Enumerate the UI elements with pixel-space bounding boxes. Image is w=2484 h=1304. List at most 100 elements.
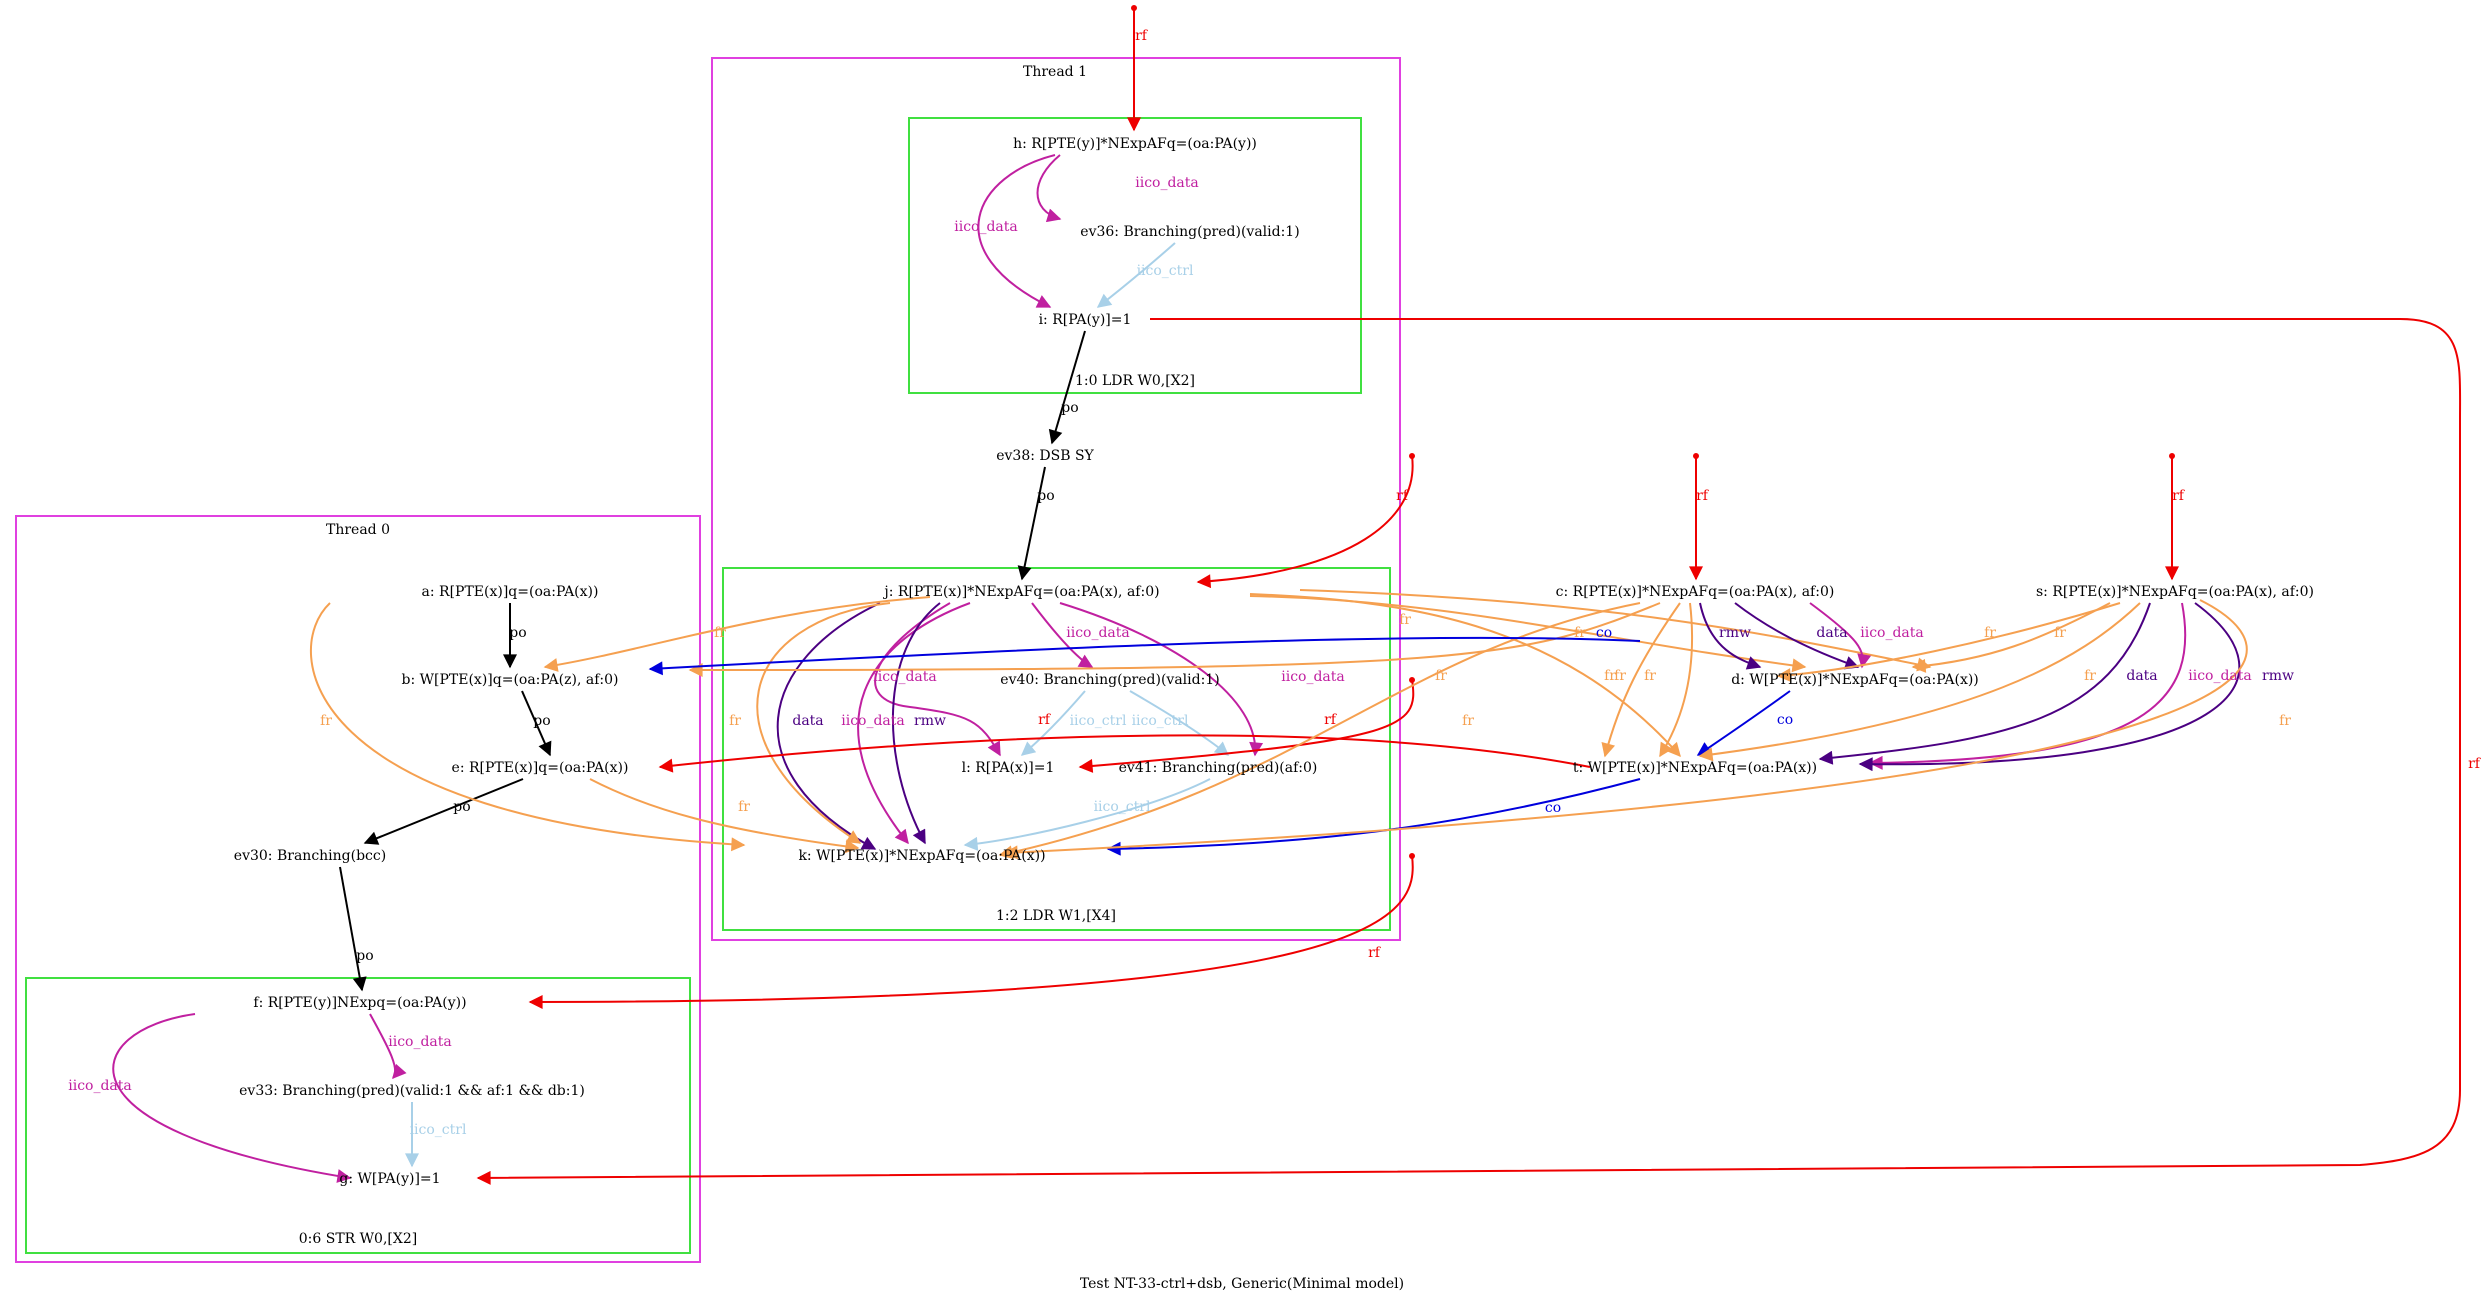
co-edge-41 [648, 636, 1641, 676]
rf-edge-33 [658, 734, 1591, 773]
rmw-edge-38 [1699, 602, 1762, 670]
event-node-j: j: R[PTE(x)]*NExpAFq=(oa:PA(x), af:0) [882, 584, 1159, 600]
event-node-i: i: R[PA(y)]=1 [1039, 312, 1132, 328]
rf-edge-6 [1196, 455, 1414, 589]
rmw-edge-label-51: rmw [2262, 668, 2294, 684]
data-edge-label-12: data [792, 713, 823, 729]
iico_ctrl-edge-label-3: iico_ctrl [1137, 263, 1194, 279]
fr-edge-label-34: fr [1644, 668, 1656, 684]
init-write-dot-4 [1409, 677, 1415, 683]
po-edge-label-24: po [453, 799, 470, 815]
init-write-dot-0 [1131, 5, 1137, 11]
po-edge-4 [1048, 330, 1086, 445]
data-edge-label-39: data [1816, 625, 1847, 641]
rf-edge-label-0: rf [1135, 28, 1149, 44]
po-edge-23 [521, 690, 552, 757]
fr-edge-label-36: fr [1462, 713, 1474, 729]
iico_ctrl-edge-15 [1129, 690, 1230, 756]
rf-edge-label-28: rf [1368, 945, 1382, 961]
fr-edge-27 [589, 778, 860, 854]
event-node-c: c: R[PTE(x)]*NExpAFq=(oa:PA(x), af:0) [1556, 584, 1835, 600]
fr-edge-label-37: fr [1399, 612, 1411, 628]
event-node-ev36: ev36: Branching(pred)(valid:1) [1080, 224, 1299, 240]
fr-edge-label-20: fr [1574, 625, 1586, 641]
thread-cluster-thread1 [711, 57, 1401, 941]
iico_data-edge-10 [857, 602, 971, 845]
iico_data-edge-label-50: iico_data [2188, 668, 2252, 684]
init-write-dot-1 [1409, 453, 1415, 459]
cluster-label-t0_str: 0:6 STR W0,[X2] [299, 1231, 417, 1247]
event-node-t: t: W[PTE(x)]*NExpAFq=(oa:PA(x)) [1573, 760, 1817, 776]
iico_data-edge-8 [1031, 602, 1094, 668]
fr-edge-label-19: fr [1435, 668, 1447, 684]
fr-edge-19 [1249, 595, 1807, 673]
po-edge-5 [1017, 466, 1046, 581]
po-edge-25 [339, 866, 367, 992]
fr-edge-label-52: fr [2279, 713, 2291, 729]
iico_data-edge-2 [977, 154, 1056, 308]
cluster-label-thread1: Thread 1 [1023, 64, 1087, 80]
instruction-cluster-t0_str [25, 977, 691, 1254]
rf-edge-32 [1078, 679, 1415, 773]
iico_ctrl-edge-label-15: iico_ctrl [1132, 713, 1189, 729]
iico_data-edge-40 [1809, 602, 1872, 669]
rmw-edge-label-38: rmw [1719, 625, 1751, 641]
data-edge-49 [1818, 602, 2151, 765]
iico_ctrl-edge-label-14: iico_ctrl [1070, 713, 1127, 729]
rf-edge-label-33: rf [1038, 712, 1052, 728]
fr-edge-label-21: fr [714, 625, 726, 641]
thread-cluster-thread0 [15, 515, 701, 1263]
fr-edge-label-27: fr [738, 799, 750, 815]
co-edge-label-41: co [1596, 625, 1612, 641]
data-edge-12 [776, 602, 881, 850]
event-node-d: d: W[PTE(x)]*NExpAFq=(oa:PA(x)) [1731, 672, 1979, 688]
rf-edge-label-6: rf [1396, 488, 1410, 504]
iico_data-edge-label-9: iico_data [873, 669, 937, 685]
instruction-cluster-t1_ldr2 [722, 567, 1391, 931]
fr-edge-21 [543, 596, 931, 672]
fr-edge-35 [1659, 602, 1693, 758]
diagram-caption: Test NT-33-ctrl+dsb, Generic(Minimal mod… [1080, 1276, 1404, 1292]
event-node-b: b: W[PTE(x)]q=(oa:PA(z), af:0) [402, 672, 619, 688]
po-edge-24 [363, 778, 524, 845]
rf-edge-label-32: rf [1324, 712, 1338, 728]
fr-edge-label-35: fr [1614, 668, 1626, 684]
init-write-dot-2 [1693, 453, 1699, 459]
iico_data-edge-label-11: iico_data [1281, 669, 1345, 685]
iico_data-edge-1 [1036, 154, 1062, 223]
fr-edge-52 [1003, 599, 2248, 860]
iico_data-edge-label-29: iico_data [388, 1034, 452, 1050]
iico_data-edge-label-10: iico_data [841, 713, 905, 729]
po-edge-label-23: po [533, 713, 550, 729]
rf-edge-label-7: rf [2468, 756, 2482, 772]
fr-edge-20 [1299, 589, 1932, 672]
rf-edge-28 [528, 855, 1414, 1009]
init-write-dot-5 [1409, 853, 1415, 859]
event-node-ev30: ev30: Branching(bcc) [234, 848, 386, 864]
rmw-edge-13 [891, 602, 941, 845]
cluster-label-t1_ldr2: 1:2 LDR W1,[X4] [996, 908, 1116, 924]
rf-edge-label-44: rf [1696, 488, 1710, 504]
event-node-h: h: R[PTE(y)]*NExpAFq=(oa:PA(y)) [1013, 136, 1257, 152]
fr-edge-label-46: fr [1984, 625, 1996, 641]
co-edge-label-42: co [1777, 712, 1793, 728]
iico_ctrl-edge-3 [1096, 242, 1176, 308]
rmw-edge-51 [1858, 602, 2241, 772]
fr-edge-label-17: fr [729, 713, 741, 729]
fr-edge-17 [756, 602, 891, 844]
po-edge-label-5: po [1037, 488, 1054, 504]
iico_ctrl-edge-label-16: iico_ctrl [1094, 799, 1151, 815]
fr-edge-34 [1601, 602, 1681, 758]
event-node-l: l: R[PA(x)]=1 [962, 760, 1055, 776]
event-node-g: g: W[PA(y)]=1 [339, 1171, 440, 1187]
fr-edge-26 [309, 602, 746, 852]
po-edge-label-4: po [1061, 400, 1078, 416]
event-node-e: e: R[PTE(x)]q=(oa:PA(x)) [452, 760, 629, 776]
fr-edge-label-48: fr [2084, 668, 2096, 684]
event-node-s: s: R[PTE(x)]*NExpAFq=(oa:PA(x), af:0) [2036, 584, 2314, 600]
event-node-ev38: ev38: DSB SY [996, 448, 1094, 464]
iico_data-edge-label-40: iico_data [1860, 625, 1924, 641]
data-edge-39 [1734, 602, 1860, 670]
cluster-label-thread0: Thread 0 [326, 522, 390, 538]
